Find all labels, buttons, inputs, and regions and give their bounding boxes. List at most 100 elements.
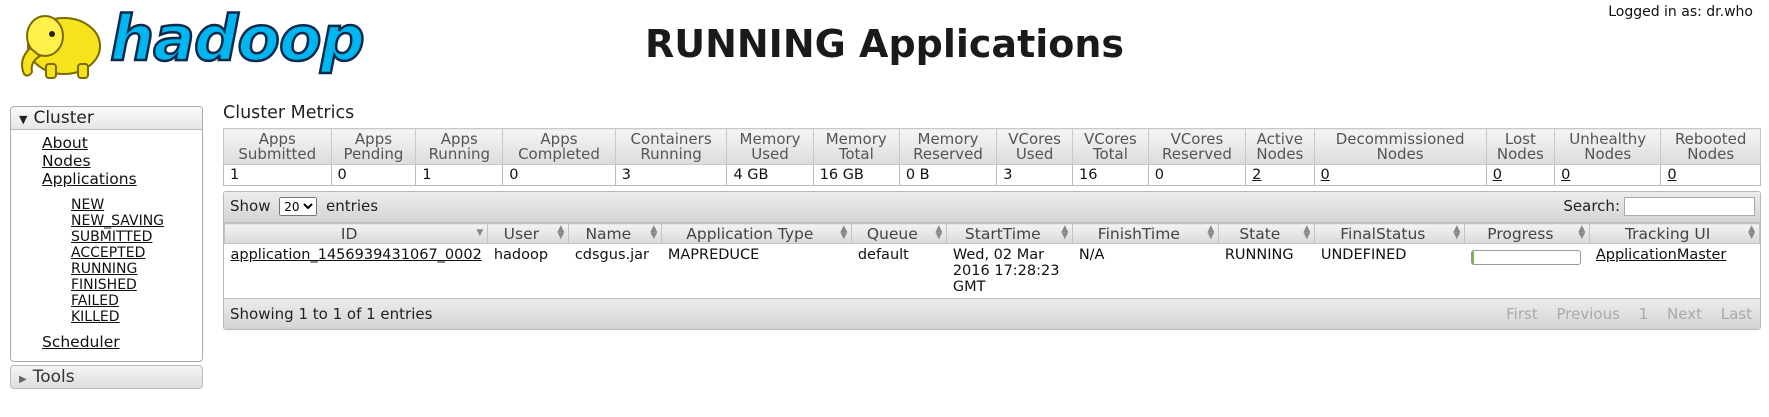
col-progress[interactable]: Progress▲▼ [1464, 223, 1591, 244]
nav-nodes-link[interactable]: Nodes [42, 152, 91, 170]
show-label: Show [230, 197, 271, 215]
col-application-type[interactable]: Application Type▲▼ [661, 223, 853, 244]
sort-icon: ▲▼ [935, 224, 943, 241]
header: hadoop RUNNING Applications Logged in as… [0, 0, 1769, 96]
col-id[interactable]: ID▼ [223, 223, 489, 244]
pager-page-button[interactable]: 1 [1638, 305, 1649, 323]
entries-label: entries [326, 197, 379, 215]
sort-icon: ▲▼ [557, 224, 565, 241]
page-title: RUNNING Applications [644, 22, 1125, 66]
app-state-links: NEW NEW_SAVING SUBMITTED ACCEPTED RUNNIN… [11, 188, 202, 331]
nav-about-link[interactable]: About [42, 134, 88, 152]
app-queue-cell: default [857, 247, 909, 263]
cluster-metrics-title: Cluster Metrics [223, 103, 355, 123]
table-row: application_1456939431067_0002 hadoop cd… [225, 244, 1760, 299]
page-size-select[interactable]: 20 [279, 197, 318, 216]
search-input[interactable] [1624, 197, 1755, 216]
col-tracking-ui[interactable]: Tracking UI▲▼ [1589, 223, 1760, 244]
col-final-status[interactable]: FinalStatus▲▼ [1314, 223, 1466, 244]
pager-previous-button[interactable]: Previous [1556, 305, 1620, 323]
app-final-status-cell: UNDEFINED [1320, 247, 1407, 263]
sidebar: ▼ Cluster About Nodes Applications NEW NE… [10, 106, 203, 389]
metric-vcores-total: 16 [1072, 164, 1149, 186]
metric-apps-completed: 0 [502, 164, 616, 186]
col-start-time[interactable]: StartTime▲▼ [946, 223, 1074, 244]
search-label: Search: [1563, 197, 1620, 215]
nav-state-submitted[interactable]: SUBMITTED [71, 229, 153, 245]
triangle-right-icon: ▶ [19, 374, 27, 385]
app-start-time-cell: Wed, 02 Mar 2016 17:28:23 GMT [952, 247, 1060, 295]
pager-next-button[interactable]: Next [1667, 305, 1702, 323]
col-name[interactable]: Name▲▼ [568, 223, 663, 244]
tools-nav-header[interactable]: ▶Tools [10, 365, 203, 389]
nav-state-running[interactable]: RUNNING [71, 261, 138, 277]
col-state[interactable]: State▲▼ [1218, 223, 1316, 244]
metric-memory-reserved: 0 B [898, 164, 998, 186]
elephant-icon [21, 15, 101, 79]
applications-panel: Show 20 entries Search: ID▼ User▲▼ Name▲… [223, 191, 1761, 330]
nav-state-accepted[interactable]: ACCEPTED [71, 245, 146, 261]
sort-icon: ▲▼ [1061, 224, 1069, 241]
cluster-nav: ▼ Cluster About Nodes Applications NEW NE… [10, 106, 203, 362]
metrics-value-row: 1 0 1 0 3 4 GB 16 GB 0 B 3 16 0 2 0 0 0 … [223, 164, 1761, 186]
rebooted-nodes-link[interactable]: 0 [1667, 167, 1677, 183]
app-tracking-cell: ApplicationMaster [1590, 244, 1760, 299]
search-control: Search: [1563, 197, 1755, 216]
app-id-link[interactable]: application_1456939431067_0002 [230, 247, 482, 263]
page-size-control: Show 20 entries [230, 197, 378, 216]
app-id-cell: application_1456939431067_0002 [225, 244, 488, 299]
cluster-label: Cluster [33, 108, 94, 128]
nav-applications-link[interactable]: Applications [42, 170, 137, 188]
app-finish-time-cell: N/A [1078, 247, 1105, 263]
pager-first-button[interactable]: First [1506, 305, 1538, 323]
active-nodes-link[interactable]: 2 [1252, 167, 1262, 183]
pagination: First Previous 1 Next Last [1492, 305, 1752, 323]
col-user[interactable]: User▲▼ [487, 223, 570, 244]
sort-icon: ▲▼ [1453, 224, 1461, 241]
triangle-down-icon: ▼ [19, 113, 28, 126]
app-progress-cell [1465, 244, 1590, 299]
nav-state-failed[interactable]: FAILED [71, 293, 119, 309]
unhealthy-nodes-link[interactable]: 0 [1561, 167, 1571, 183]
metric-active-nodes: 2 [1245, 164, 1315, 186]
col-queue[interactable]: Queue▲▼ [851, 223, 948, 244]
sort-icon: ▲▼ [1578, 224, 1586, 241]
metric-rebooted-nodes: 0 [1660, 164, 1761, 186]
metric-decommissioned-nodes: 0 [1313, 164, 1487, 186]
tracking-ui-link[interactable]: ApplicationMaster [1595, 247, 1727, 263]
metric-apps-running: 1 [415, 164, 504, 186]
nav-state-new[interactable]: NEW [71, 197, 105, 213]
col-finish-time[interactable]: FinishTime▲▼ [1072, 223, 1220, 244]
decommissioned-nodes-link[interactable]: 0 [1320, 167, 1330, 183]
progress-bar [1470, 250, 1581, 265]
metric-memory-total: 16 GB [812, 164, 900, 186]
nav-state-new-saving[interactable]: NEW_SAVING [71, 213, 165, 229]
cluster-nav-header[interactable]: ▼ Cluster [11, 107, 202, 130]
nav-state-finished[interactable]: FINISHED [71, 277, 137, 293]
sort-icon: ▲▼ [840, 224, 848, 241]
nav-state-killed[interactable]: KILLED [71, 309, 120, 325]
nav-scheduler-link[interactable]: Scheduler [42, 333, 120, 351]
sort-icon: ▲▼ [1303, 224, 1311, 241]
cluster-links: About Nodes Applications NEW NEW_SAVING … [11, 130, 202, 361]
applications-table: ID▼ User▲▼ Name▲▼ Application Type▲▼ Que… [223, 223, 1760, 299]
metric-lost-nodes: 0 [1485, 164, 1556, 186]
hadoop-logo[interactable]: hadoop [12, 2, 366, 82]
pager-last-button[interactable]: Last [1720, 305, 1752, 323]
metric-apps-submitted: 1 [223, 164, 332, 186]
sort-icon: ▲▼ [1207, 224, 1215, 241]
app-name-cell: cdsgus.jar [574, 247, 649, 263]
lost-nodes-link[interactable]: 0 [1492, 167, 1502, 183]
